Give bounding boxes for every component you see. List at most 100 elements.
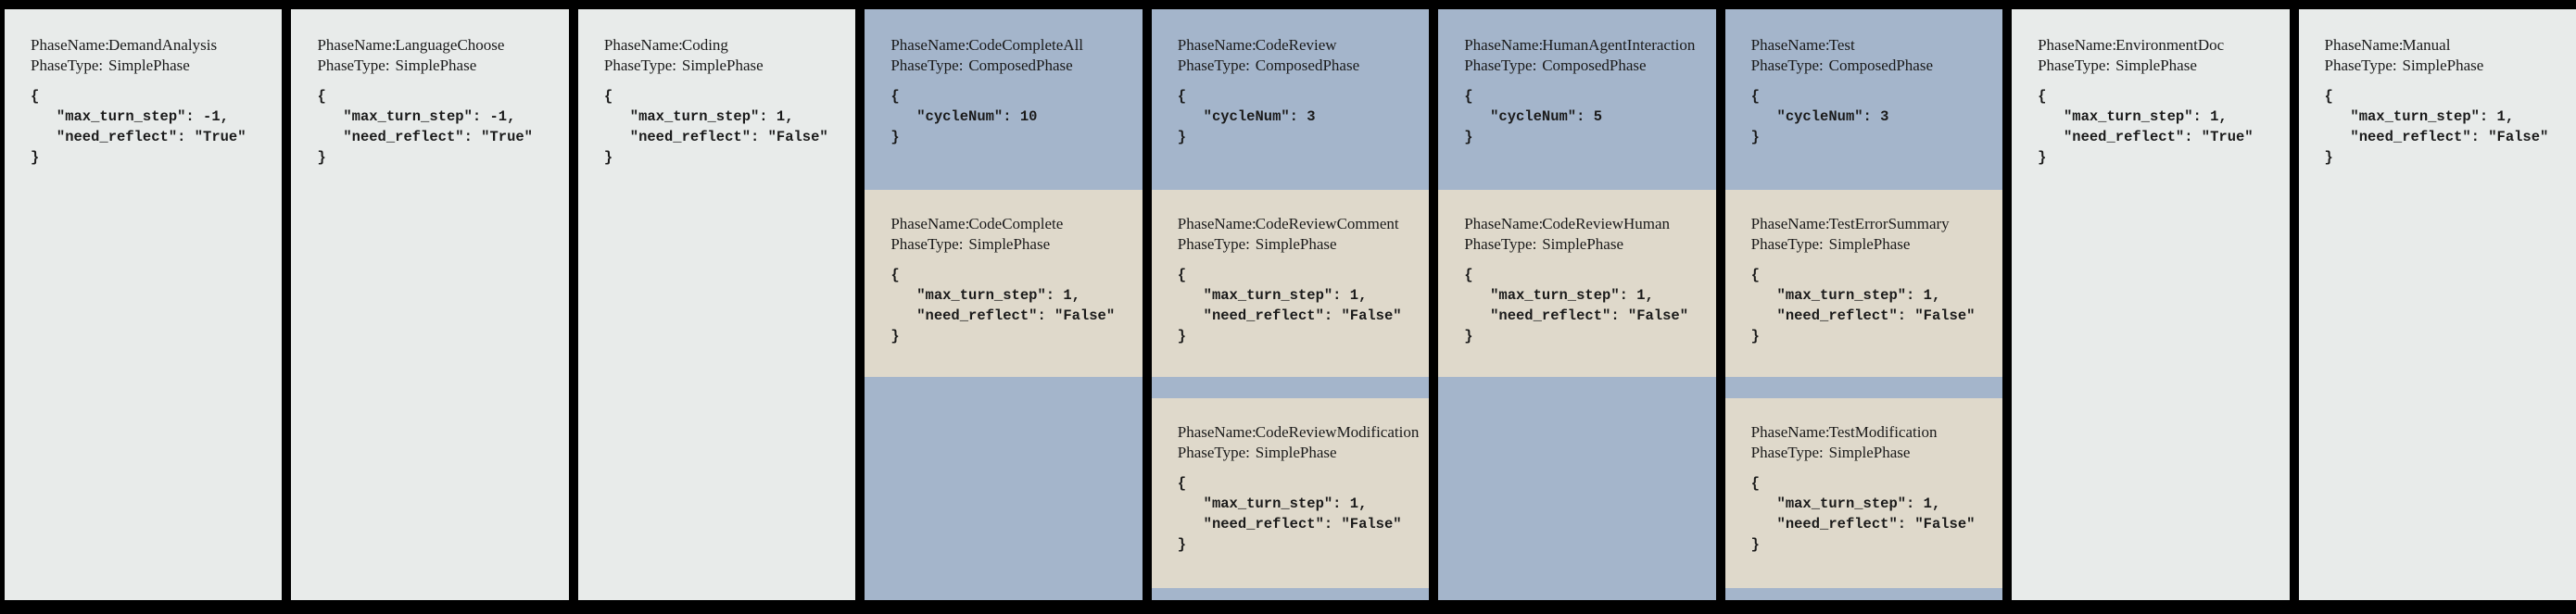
phase-type-value: SimplePhase	[395, 56, 477, 74]
phase-type-label: PhaseType:	[1177, 235, 1250, 253]
phase-config-json: { "max_turn_step": 1, "need_reflect": "T…	[2038, 88, 2254, 166]
phase-type-value: ComposedPhase	[1828, 56, 1934, 74]
phase-name-line: PhaseName:CodeComplete	[890, 214, 1130, 234]
phase-type-value: ComposedPhase	[968, 56, 1073, 74]
phase-config-json: { "max_turn_step": 1, "need_reflect": "F…	[890, 267, 1116, 345]
phase-config-json: { "max_turn_step": -1, "need_reflect": "…	[31, 88, 246, 166]
phase-name-line: PhaseName:CodeReviewComment	[1178, 214, 1418, 234]
phase-type-label: PhaseType:	[603, 56, 677, 74]
phase-type-line: PhaseType:SimplePhase	[317, 56, 557, 76]
phase-card-code-review: PhaseName:CodeReview PhaseType:ComposedP…	[1151, 9, 1430, 600]
phase-head: PhaseName:LanguageChoose PhaseType:Simpl…	[291, 9, 568, 168]
subphase-card-code-review-modification: PhaseName:CodeReviewModification PhaseTy…	[1151, 398, 1430, 588]
phase-name-value: Coding	[681, 36, 728, 54]
phase-name-value: CodeReview	[1255, 36, 1337, 54]
phase-name-label: PhaseName:	[890, 36, 970, 54]
phase-head: PhaseName:HumanAgentInteraction PhaseTyp…	[1438, 9, 1715, 190]
phase-name-value: LanguageChoose	[395, 36, 505, 54]
phase-name-value: TestErrorSummary	[1828, 215, 1950, 232]
phase-type-line: PhaseType:ComposedPhase	[1464, 56, 1704, 76]
phase-name-label: PhaseName:	[1177, 36, 1256, 54]
phase-card-manual: PhaseName:Manual PhaseType:SimplePhase {…	[2298, 9, 2576, 600]
phase-type-label: PhaseType:	[890, 56, 964, 74]
phase-name-line: PhaseName:CodeReview	[1178, 35, 1418, 56]
subphase-card-code-review-human: PhaseName:CodeReviewHuman PhaseType: Simp…	[1438, 190, 1716, 377]
phase-name-label: PhaseName:	[890, 215, 970, 232]
phase-name-line: PhaseName:HumanAgentInteraction	[1464, 35, 1704, 56]
phase-head: PhaseName:EnvironmentDoc PhaseType:Simpl…	[2012, 9, 2289, 168]
phase-head: PhaseName:DemandAnalysis PhaseType:Simpl…	[5, 9, 282, 168]
phase-config-json: { "max_turn_step": 1, "need_reflect": "F…	[1750, 475, 1976, 553]
phase-type-line: PhaseType:SimplePhase	[2325, 56, 2565, 76]
phase-config-json: { "cycleNum": 5 }	[1464, 88, 1603, 145]
phase-name-value: CodeReviewComment	[1255, 215, 1399, 232]
phase-card-language-choose: PhaseName:LanguageChoose PhaseType:Simpl…	[291, 9, 569, 600]
phase-head: PhaseName:Coding PhaseType:SimplePhase {…	[578, 9, 855, 168]
phase-type-value: SimplePhase	[968, 235, 1051, 253]
phase-head: PhaseName:CodeReview PhaseType: ComposedP…	[1152, 9, 1429, 190]
phase-config-json: { "max_turn_step": 1, "need_reflect": "F…	[1750, 267, 1976, 345]
phase-type-value: SimplePhase	[2402, 56, 2484, 74]
phase-name-line: PhaseName:CodeReviewHuman	[1464, 214, 1704, 234]
phase-name-line: PhaseName:EnvironmentDoc	[2038, 35, 2278, 56]
phase-type-value: SimplePhase	[681, 56, 764, 74]
subphase-card-test-modification: PhaseName:TestModification PhaseType:Sim…	[1724, 398, 2003, 588]
phase-type-value: ComposedPhase	[1255, 56, 1360, 74]
phase-type-value: SimplePhase	[2115, 56, 2197, 74]
phase-name-value: DemandAnalysis	[108, 36, 218, 54]
phase-name-label: PhaseName:	[1750, 423, 1830, 441]
phase-type-line: PhaseType:SimplePhase	[2038, 56, 2278, 76]
phase-name-label: PhaseName:	[1464, 36, 1544, 54]
phase-name-value: CodeReviewHuman	[1542, 215, 1671, 232]
phase-name-label: PhaseName:	[2324, 36, 2404, 54]
phase-config-json: { "cycleNum": 10 }	[890, 88, 1038, 145]
phase-type-value: SimplePhase	[108, 56, 190, 74]
phase-type-line: PhaseType:SimplePhase	[890, 234, 1130, 255]
phase-name-line: PhaseName:Manual	[2325, 35, 2565, 56]
phase-type-label: PhaseType:	[1750, 235, 1824, 253]
phase-type-line: PhaseType: SimplePhase	[1178, 234, 1418, 255]
phase-head: PhaseName:CodeCompleteAll PhaseType:Comp…	[865, 9, 1142, 190]
phase-type-label: PhaseType:	[1464, 56, 1537, 74]
phase-card-environment-doc: PhaseName:EnvironmentDoc PhaseType:Simpl…	[2012, 9, 2290, 600]
phase-type-line: PhaseType:SimplePhase	[1751, 443, 1991, 463]
phase-type-label: PhaseType:	[1750, 444, 1824, 461]
subphase-card-code-complete: PhaseName:CodeComplete PhaseType:SimpleP…	[865, 190, 1143, 377]
phase-type-label: PhaseType:	[1177, 56, 1250, 74]
phase-name-label: PhaseName:	[1750, 215, 1830, 232]
phase-type-line: PhaseType: ComposedPhase	[1178, 56, 1418, 76]
subphase-card-code-review-comment: PhaseName:CodeReviewComment PhaseType: Si…	[1151, 190, 1430, 377]
phase-config-json: { "max_turn_step": 1, "need_reflect": "F…	[1177, 267, 1402, 345]
phase-type-label: PhaseType:	[1750, 56, 1824, 74]
phase-type-label: PhaseType:	[31, 56, 104, 74]
phase-name-value: TestModification	[1828, 423, 1938, 441]
phase-type-value: SimplePhase	[1255, 235, 1337, 253]
phase-type-line: PhaseType:SimplePhase	[604, 56, 844, 76]
phase-name-line: PhaseName:LanguageChoose	[317, 35, 557, 56]
phase-name-label: PhaseName:	[317, 36, 397, 54]
phase-name-line: PhaseName:CodeCompleteAll	[890, 35, 1130, 56]
phase-type-label: PhaseType:	[1464, 235, 1537, 253]
phase-name-value: Manual	[2402, 36, 2451, 54]
phase-name-value: CodeCompleteAll	[968, 36, 1084, 54]
phase-name-line: PhaseName:TestErrorSummary	[1751, 214, 1991, 234]
phase-card-test: PhaseName:Test PhaseType:ComposedPhase {…	[1724, 9, 2003, 600]
phase-type-value: SimplePhase	[1542, 235, 1624, 253]
phase-name-value: HumanAgentInteraction	[1542, 36, 1696, 54]
phase-card-coding: PhaseName:Coding PhaseType:SimplePhase {…	[577, 9, 856, 600]
phase-type-line: PhaseType:SimplePhase	[1751, 234, 1991, 255]
phase-type-line: PhaseType:SimplePhase	[31, 56, 271, 76]
phase-type-value: SimplePhase	[1828, 444, 1911, 461]
phase-name-label: PhaseName:	[1464, 215, 1544, 232]
phase-name-line: PhaseName:Test	[1751, 35, 1991, 56]
phase-config-json: { "max_turn_step": 1, "need_reflect": "F…	[603, 88, 828, 166]
phase-config-json: { "cycleNum": 3 }	[1750, 88, 1889, 145]
phase-type-label: PhaseType:	[890, 235, 964, 253]
phase-columns-row: PhaseName:DemandAnalysis PhaseType:Simpl…	[5, 9, 2576, 600]
phase-type-value: SimplePhase	[1828, 235, 1911, 253]
phase-name-label: PhaseName:	[1177, 215, 1256, 232]
phase-type-line: PhaseType:ComposedPhase	[890, 56, 1130, 76]
phase-name-value: CodeComplete	[968, 215, 1064, 232]
phase-type-line: PhaseType:SimplePhase	[1178, 443, 1418, 463]
phase-config-json: { "max_turn_step": 1, "need_reflect": "F…	[1177, 475, 1402, 553]
